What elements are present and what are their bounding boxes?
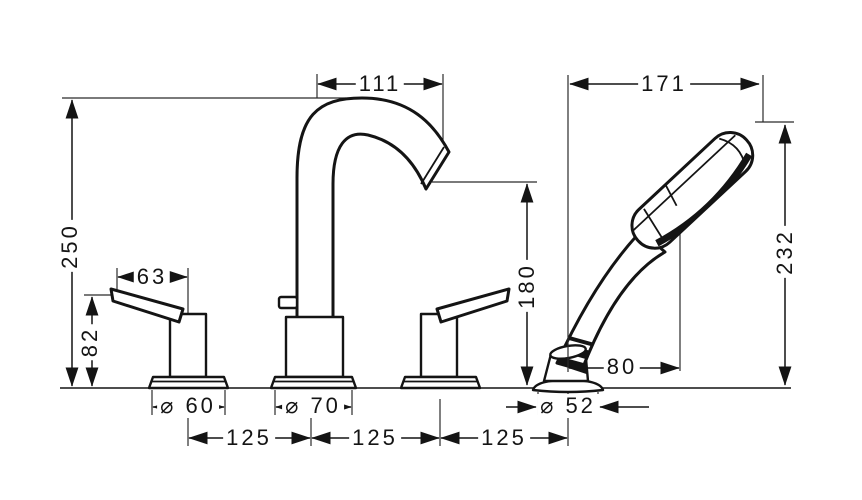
spout-body <box>284 315 345 379</box>
shower-base-plate <box>531 378 605 394</box>
spout-tube <box>295 96 451 322</box>
dim-label-lever-height: 82 <box>77 323 102 361</box>
dim-label-pitch-left: 125 <box>223 426 275 450</box>
right-handle-base-plate <box>399 375 482 390</box>
dim-label-shower-height: 232 <box>772 226 797 278</box>
right-handle <box>399 287 511 390</box>
bathtub-spout <box>269 96 451 390</box>
dim-label-spout-reach: 111 <box>355 72 405 96</box>
right-handle-lever <box>435 287 511 324</box>
left-handle-lever <box>109 287 185 324</box>
dim-label-lever-reach: 63 <box>133 265 171 289</box>
dim-label-pitch-right: 125 <box>478 426 530 450</box>
shower-head <box>630 131 755 250</box>
shower-head-end-cap <box>719 137 747 167</box>
dim-label-shower-reach: 171 <box>638 72 690 96</box>
spout-diverter-tab <box>277 295 299 310</box>
left-handle <box>109 287 230 390</box>
shower-head-capsule <box>630 131 755 250</box>
left-handle-body <box>168 312 208 379</box>
dim-label-shower-head-offset: 80 <box>603 355 641 379</box>
hand-shower <box>531 75 755 394</box>
extension-lines <box>62 74 794 446</box>
dim-label-pitch-middle: 125 <box>349 426 401 450</box>
dim-label-spout-base-diameter: ⌀ 70 <box>282 394 344 418</box>
dim-label-handle-base-diameter: ⌀ 60 <box>157 394 219 418</box>
dim-label-shower-base-diameter: ⌀ 52 <box>537 394 599 418</box>
spout-outlet-face <box>420 146 445 185</box>
shower-face-edge <box>633 134 736 231</box>
spout-base-plate <box>269 375 358 390</box>
left-handle-base-plate <box>147 375 230 390</box>
right-handle-body <box>419 312 459 379</box>
dim-label-spout-outlet-height: 180 <box>514 260 539 312</box>
dim-label-overall-height: 250 <box>57 220 82 272</box>
